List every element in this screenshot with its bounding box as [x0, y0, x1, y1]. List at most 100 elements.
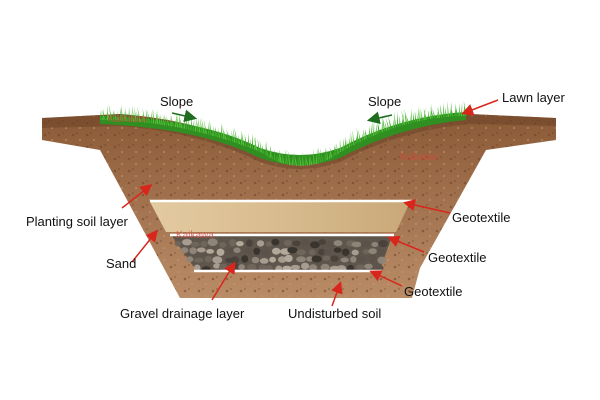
grass-blade [238, 134, 240, 144]
pebble [318, 248, 326, 256]
grass-blade [133, 111, 135, 122]
grass-blade [100, 109, 102, 120]
pebble [207, 238, 218, 246]
pebble [378, 240, 388, 248]
pebble [284, 254, 293, 263]
pebble [290, 264, 301, 270]
grass-blade [372, 121, 375, 136]
grass-blade [102, 110, 106, 120]
grass-blade [170, 114, 174, 127]
grass-blade [293, 151, 298, 166]
slope-left-arrow [171, 109, 198, 123]
grass-blade [197, 116, 201, 133]
grass-blade [259, 139, 262, 153]
grass-blade [365, 129, 368, 139]
grass-blade [315, 151, 317, 164]
label-geotextile-2: Geotextile [428, 250, 487, 265]
grass-blade [222, 124, 225, 139]
pebble [278, 256, 287, 263]
grass-blade [324, 147, 326, 161]
grass-blade [150, 108, 153, 124]
lawn-grass [100, 100, 467, 166]
grass-blade [137, 106, 141, 122]
grass-blade [241, 130, 245, 146]
grass-blade [179, 112, 181, 128]
pebble [368, 248, 377, 255]
pebble [193, 264, 201, 272]
grass-blade [162, 114, 166, 126]
grass-blade [108, 104, 113, 121]
pebble [301, 238, 309, 246]
grass-blade [432, 108, 436, 119]
grass-blade [190, 115, 193, 131]
grass-blade [335, 142, 339, 154]
grass-blade [265, 141, 267, 156]
grass-blade [247, 132, 249, 148]
grass-blade [304, 153, 306, 166]
pebble [196, 247, 206, 253]
pebble [323, 249, 332, 255]
arrow-undisturbed-soil [331, 281, 343, 307]
grass-blade [437, 106, 441, 118]
grass-blade [217, 127, 221, 138]
grass-blade [388, 115, 392, 129]
pebble [355, 264, 365, 270]
grass-blade [215, 128, 218, 137]
pebble [333, 240, 343, 247]
arrow-geotextile-3 [369, 270, 403, 287]
grass-blade [320, 148, 324, 162]
grass-blade [146, 108, 148, 123]
grass-blade [265, 142, 269, 157]
grass-blade [119, 107, 122, 121]
grass-blade [430, 106, 434, 119]
pebble [283, 239, 292, 247]
pebble [361, 240, 371, 248]
grass-blade [130, 105, 133, 122]
grass-blade [291, 156, 293, 166]
grass-blade [279, 149, 282, 163]
pebble [292, 240, 301, 247]
grass-blade [344, 136, 346, 150]
grass-blade [356, 128, 359, 143]
pebble [253, 247, 261, 255]
pebble [226, 248, 235, 254]
grass-blade [394, 111, 397, 128]
grass-blade [177, 114, 179, 128]
grass-blade [183, 115, 185, 129]
grass-blade [384, 121, 388, 131]
grass-blade [223, 129, 227, 140]
pebble [233, 247, 241, 253]
grass-blade [298, 154, 300, 166]
grass-blade [397, 111, 399, 127]
pebble [180, 247, 189, 254]
grass-blade [166, 115, 170, 126]
grass-blade [284, 149, 289, 165]
grass-blade [439, 103, 443, 118]
grass-blade [348, 136, 350, 148]
pebble [351, 241, 362, 248]
grass-blade [401, 109, 405, 125]
watermark-right: Kaikawa [400, 152, 438, 163]
grass-blade [117, 110, 119, 121]
grass-blade [352, 129, 355, 145]
grass-blade [445, 107, 447, 117]
grass-blade [292, 153, 295, 166]
pebble [174, 241, 182, 247]
pebble [251, 256, 260, 264]
pebble [238, 264, 246, 270]
arrow-planting-soil [121, 184, 153, 209]
slope-right-arrow [366, 111, 393, 125]
grass-blade [106, 105, 108, 121]
pebble [189, 247, 197, 255]
grass-blade [192, 118, 195, 131]
pebble [318, 239, 327, 246]
grass-blade [156, 111, 159, 125]
grass-blade [358, 129, 361, 142]
arrow-lawn-layer [461, 99, 499, 116]
callout-arrows [121, 99, 499, 307]
grass-blade [423, 108, 427, 120]
grass-blade [240, 131, 243, 145]
grass-blade [121, 105, 124, 121]
grass-blade [158, 114, 161, 125]
